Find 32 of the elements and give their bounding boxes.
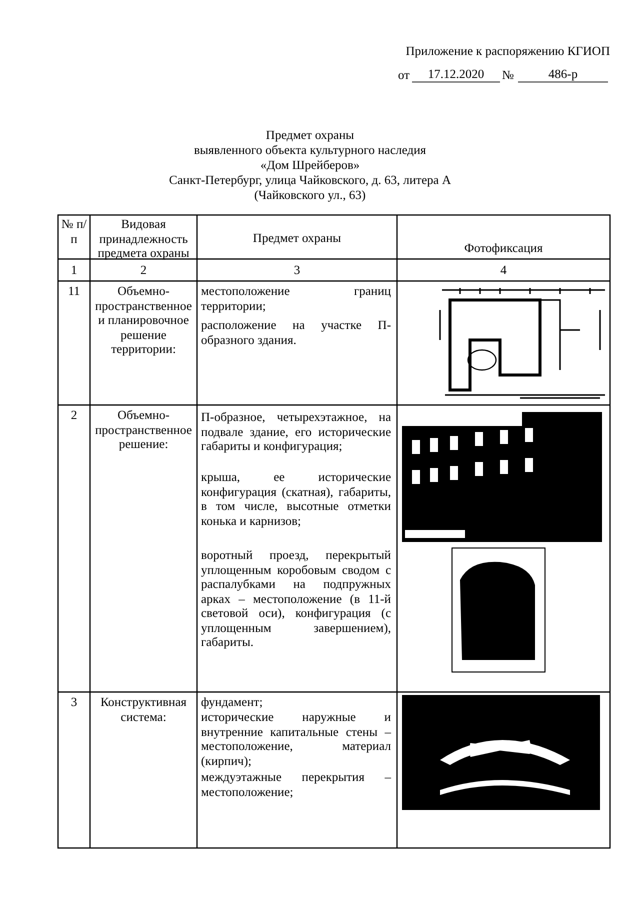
column-header: Видовая принадлежность предмета охраны — [96, 217, 190, 260]
protection-item-text: расположение на участке П-образного здания. — [201, 318, 391, 347]
title-line: «Дом Шрейберов» — [259, 158, 361, 172]
document-title: Предмет охраны — [264, 128, 356, 142]
row-number: 3 — [70, 695, 78, 710]
address-line: Санкт-Петербург, улица Чайковского, д. 63, литера А — [168, 173, 452, 188]
column-number: 4 — [499, 263, 508, 278]
column-header: Предмет охраны — [252, 231, 342, 246]
category-text: Объемно-пространственное решение: — [94, 408, 193, 452]
row-number: 2 — [70, 408, 78, 422]
appendix-note: Приложение к распоряжению КГИОП — [404, 44, 610, 58]
protection-item-text: П-образное, четырехэтажное, на подвале здание, его исторические габариты и конфигурация; — [201, 410, 391, 454]
protection-item-text: междуэтажные перекрытия – местоположение; — [201, 770, 391, 799]
title-line: выявленного объекта культурного наследия — [192, 143, 428, 158]
protection-item-text: местоположение границ территории; — [201, 284, 391, 313]
row-number: 11 — [66, 284, 82, 298]
protection-item-text: фундамент; — [201, 695, 264, 710]
column-number: 1 — [70, 263, 78, 278]
date-prefix: от — [398, 68, 410, 82]
column-number: 3 — [292, 263, 302, 278]
protection-item-text: крыша, ее исторические конфигурация (скатная), габариты, в том числе, высотные отметки конька и карнизов; — [201, 470, 391, 528]
protection-item-text: воротный проезд, перекрытый уплощенным коробовым сводом с распалубками на подпружных арках – местоположение (в 11-й световой оси), конфигурация (с уплощенным завершением), габариты. — [201, 548, 391, 650]
address-line: (Чайковского ул., 63) — [253, 188, 367, 202]
number-sign: № — [502, 68, 514, 82]
order-date: 17.12.2020 — [426, 67, 486, 82]
order-number: 486-р — [547, 67, 579, 82]
protection-item-text: исторические наружные и внутренние капитальные стены – местоположение, материал (кирпич); — [201, 710, 391, 768]
category-text: Объемно-пространственное и планировочное решение территории: — [94, 284, 193, 356]
column-number: 2 — [139, 263, 148, 278]
column-header: № п/п — [60, 217, 88, 246]
column-header: Фотофиксация — [463, 241, 544, 256]
category-text: Конструктивная система: — [99, 695, 188, 724]
